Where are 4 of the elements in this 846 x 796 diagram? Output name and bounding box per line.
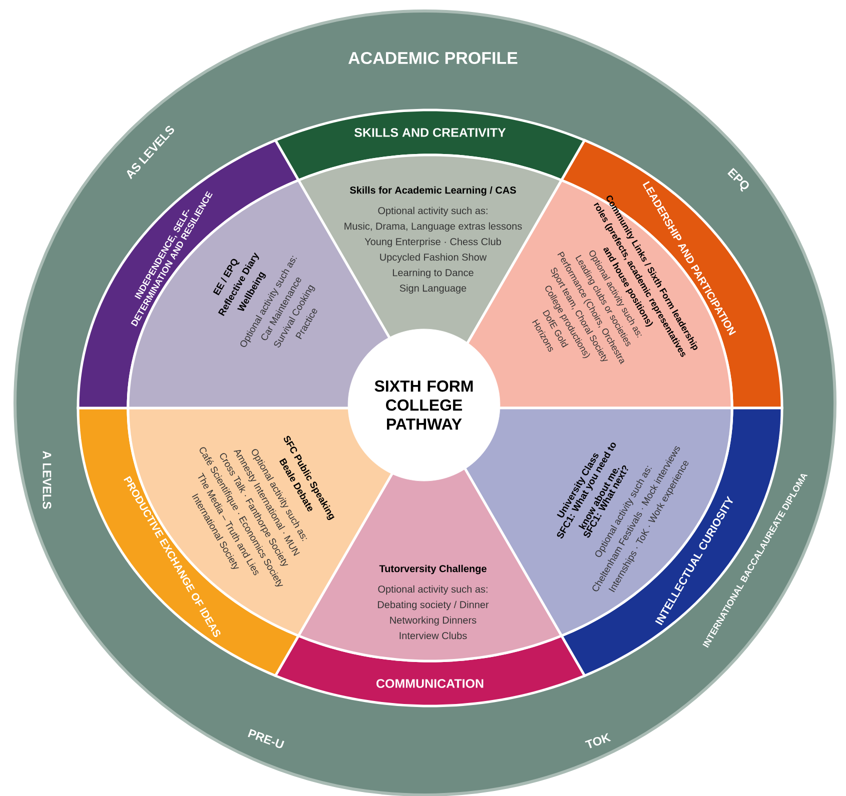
- ring-label: TOK: [584, 732, 612, 748]
- ring-label: PRE-U: [248, 728, 284, 748]
- ring-label: A LEVELS: [42, 450, 52, 509]
- ring-label: ACADEMIC PROFILE: [348, 52, 518, 64]
